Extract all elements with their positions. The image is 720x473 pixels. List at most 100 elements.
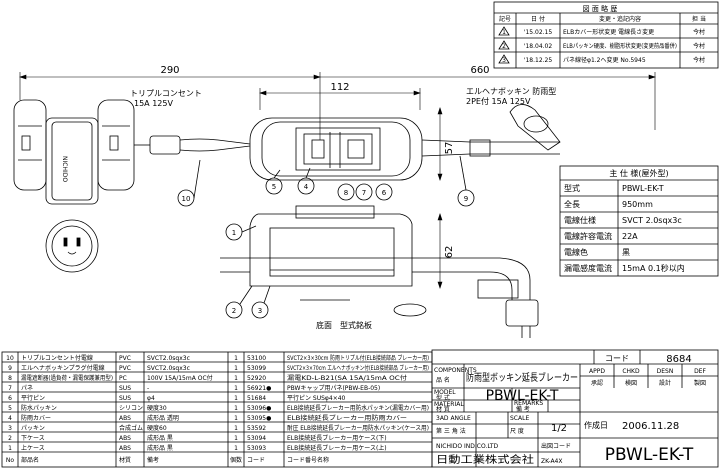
spec-key: 漏電感度電流: [564, 263, 612, 273]
material-label: MATERIAL: [434, 401, 464, 408]
svg-text:成形品 黒: 成形品 黒: [147, 434, 173, 442]
svg-text:SVCT2×3×70cm エルヘナボッキン付(ELB接続部品: SVCT2×3×70cm エルヘナボッキン付(ELB接続部品 ブレーカー用): [287, 364, 429, 372]
parts-footer: No 部品名 材質 備考 個数 コード コード番号名称: [6, 456, 329, 464]
spec-key: 電線色: [564, 247, 588, 257]
part-callouts: [177, 155, 475, 319]
svg-text:-: -: [147, 385, 149, 392]
outlet-face-text: NICHIDO: [61, 156, 68, 182]
callout-num: 4: [304, 183, 309, 191]
remarks-label: REMARKS: [514, 400, 543, 407]
svg-text:備考: 備考: [147, 456, 159, 464]
rev-header-content: 変更・追記内容: [599, 15, 641, 23]
nameplate-label: 底面 型式銘板: [316, 320, 372, 330]
rev-content: ELBパッキン硬度、樹脂形状変更(変更前品番併): [563, 42, 677, 50]
svg-text:1: 1: [234, 445, 238, 452]
revision-title: 図 面 略 歴: [583, 4, 618, 13]
scale-label: SCALE: [510, 415, 529, 422]
rev-date: '15.02.15: [524, 29, 553, 36]
dimension-lines: [19, 72, 656, 289]
svg-text:1: 1: [234, 355, 238, 362]
svg-text:PVC: PVC: [119, 355, 131, 362]
svg-text:硬度30: 硬度30: [147, 404, 167, 412]
dim-57: 57: [444, 142, 455, 155]
chkd-jp: 検図: [625, 379, 637, 387]
code-value: 8684: [666, 354, 691, 365]
model-jp: 型 式: [436, 394, 450, 402]
svg-text:コード番号名称: コード番号名称: [287, 456, 329, 464]
svg-text:ABS: ABS: [119, 445, 131, 452]
rev-person: 今村: [693, 28, 705, 36]
svg-text:合成ゴム: 合成ゴム: [119, 424, 143, 432]
svg-text:PBWキャップ用パネ(PBW-EB-05): PBWキャップ用パネ(PBW-EB-05): [287, 385, 380, 392]
svg-text:材質: 材質: [119, 456, 131, 464]
callout-num: 7: [362, 189, 366, 197]
spec-value: PBWL-EK-T: [622, 184, 664, 193]
svg-text:トリプルコンセント付電線: トリプルコンセント付電線: [21, 354, 93, 362]
spec-key: 電線仕様: [564, 215, 596, 225]
svg-text:53099: 53099: [247, 365, 266, 372]
svg-text:φ4: φ4: [147, 395, 155, 402]
svg-text:2: 2: [8, 435, 12, 442]
svg-text:ELB接続延長ブレーカー用ケース(下): ELB接続延長ブレーカー用ケース(下): [287, 434, 387, 442]
svg-text:耐圧 ELB接続延長ブレーカー用防水パッキン(ケース用): 耐圧 ELB接続延長ブレーカー用防水パッキン(ケース用): [287, 424, 429, 432]
svg-text:1: 1: [234, 365, 238, 372]
dim-62: 62: [444, 246, 455, 259]
desn-jp: 設計: [659, 379, 671, 387]
svg-text:52920: 52920: [247, 375, 266, 382]
svg-text:防水パッキン: 防水パッキン: [21, 404, 57, 412]
company-jp: 日動工業株式会社: [436, 453, 534, 466]
svg-text:3: 3: [8, 425, 12, 432]
svg-text:硬度60: 硬度60: [147, 424, 167, 432]
parts-row: 1 上ケース ABS 成形品 黒 1 53093 ELB接続延長ブレーカー用ケー…: [8, 444, 387, 452]
callout-num: 6: [382, 189, 387, 197]
svg-text:平行ピン SUSφ4×40: 平行ピン SUSφ4×40: [287, 394, 346, 402]
spec-value: 15mA 0.1秒以内: [622, 263, 685, 273]
rev-mark: 2: [502, 43, 506, 50]
svg-text:10: 10: [6, 355, 14, 362]
svg-text:6: 6: [8, 395, 12, 402]
drawing-code-value: ZK-A4X: [541, 458, 562, 465]
dim-660: 660: [470, 65, 489, 76]
product-name: 防雨型ボッキン延長ブレーカー: [466, 371, 578, 384]
triple-outlet: [13, 99, 251, 205]
rev-header-date: 日 付: [531, 15, 545, 23]
svg-text:9: 9: [8, 365, 12, 372]
code-label: コード: [605, 354, 629, 363]
rev-date: '18.12.25: [524, 57, 553, 64]
rev-content: ELBカバー形状変更 電線長さ変更: [563, 28, 654, 36]
svg-text:ELB接続延長ブレーカー用防水パッキン(漏電カバー用): ELB接続延長ブレーカー用防水パッキン(漏電カバー用): [287, 404, 429, 412]
outlet-face: [45, 219, 99, 273]
svg-text:4: 4: [8, 415, 12, 422]
parts-row: 7 パネ SUS - 1 56921● PBWキャップ用パネ(PBW-EB-05…: [8, 385, 380, 392]
parts-row: 2 下ケース ABS 成形品 黒 1 53094 ELB接続延長ブレーカー用ケー…: [8, 434, 387, 442]
svg-text:53096●: 53096●: [247, 405, 271, 412]
svg-text:SUS: SUS: [119, 395, 131, 402]
model-label: MODEL: [434, 389, 456, 396]
svg-text:51684: 51684: [247, 395, 266, 402]
spec-value: SVCT 2.0sqx3c: [622, 216, 682, 225]
spec-table: [559, 165, 719, 277]
plug-rating: 2PE付 15A 125V: [466, 96, 531, 106]
callout-num: 9: [464, 195, 468, 203]
callout-num: 1: [232, 229, 236, 237]
parts-row: 4 防雨カバー ABS 成形品 透明 1 53095● ELB接続延長ブレーカー…: [8, 414, 407, 422]
svg-text:53093: 53093: [247, 445, 266, 452]
spec-key: 型式: [564, 183, 580, 193]
svg-text:下ケース: 下ケース: [21, 435, 45, 442]
svg-text:53100: 53100: [247, 355, 266, 362]
svg-text:漏電遮断器(過負荷・漏電保護兼用型): 漏電遮断器(過負荷・漏電保護兼用型): [21, 374, 113, 382]
scale-value: 1/2: [551, 423, 567, 434]
parts-row: 3 パッキン 合成ゴム 硬度60 1 53592 耐圧 ELB接続延長ブレーカー…: [8, 424, 429, 432]
outlet-label: トリプルコンセント: [130, 89, 202, 98]
svg-text:56921●: 56921●: [247, 385, 271, 392]
rev-person: 今村: [693, 56, 705, 64]
svg-text:7: 7: [8, 385, 12, 392]
components-label: COMPONENTS: [434, 367, 477, 374]
elb-box-top: [249, 104, 561, 181]
svg-text:個数: 個数: [230, 456, 242, 464]
svg-text:100V 15A/15mA OC付: 100V 15A/15mA OC付: [147, 374, 213, 382]
svg-text:成形品 黒: 成形品 黒: [147, 444, 173, 452]
dim-112: 112: [330, 82, 349, 93]
company-en: NICHIDO IND.CO.LTD: [436, 443, 499, 450]
